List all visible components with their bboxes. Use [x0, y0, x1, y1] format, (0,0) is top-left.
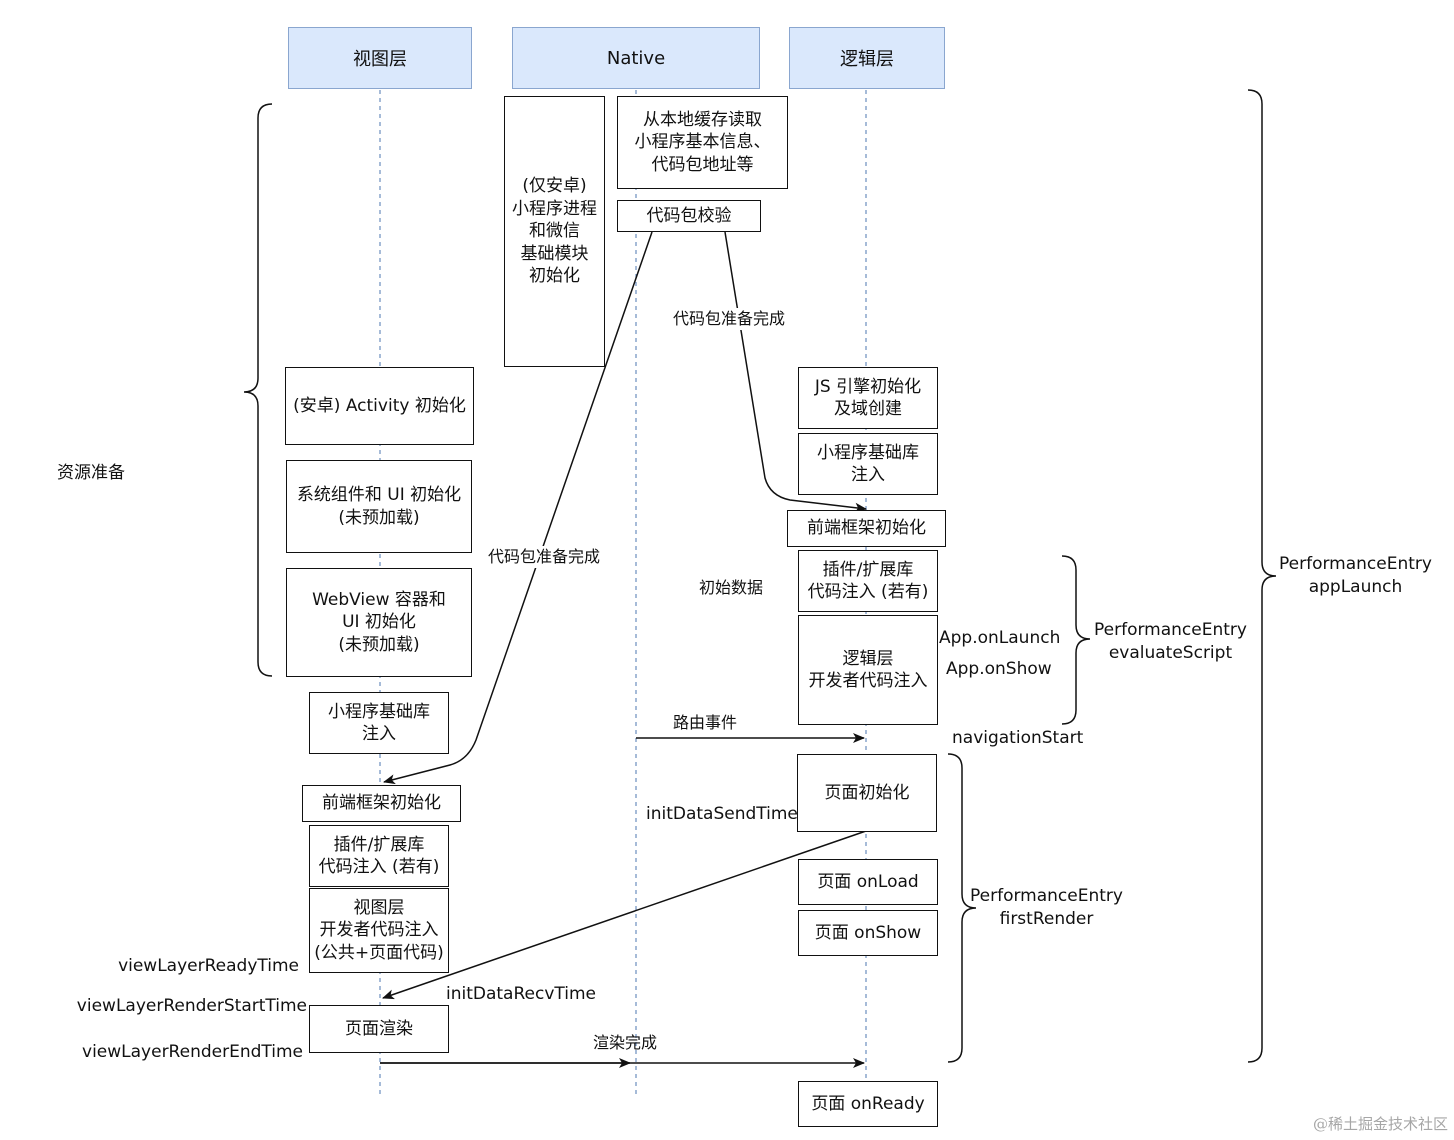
watermark: @稀土掘金技术社区 [1312, 1115, 1448, 1133]
box-logic-base-lib: 小程序基础库 注入 [798, 433, 938, 495]
arrow-package-ready-logic [724, 231, 867, 513]
box-verify-package: 代码包校验 [617, 200, 761, 232]
label-render-done: 渲染完成 [593, 1033, 658, 1052]
label-init-data-send-time: initDataSendTime [646, 804, 798, 824]
label-pe-first-render: PerformanceEntry firstRender [970, 886, 1123, 929]
label-pe-app-launch: PerformanceEntry appLaunch [1279, 554, 1432, 597]
box-page-onload: 页面 onLoad [798, 859, 938, 905]
box-page-onready: 页面 onReady [798, 1081, 938, 1127]
box-page-init: 页面初始化 [797, 754, 937, 832]
box-webview-init: WebView 容器和 UI 初始化 (未预加载) [286, 568, 472, 677]
brace-app-launch [1247, 89, 1277, 1063]
box-logic-plugin-inject: 插件/扩展库 代码注入 (若有) [798, 550, 938, 612]
label-app-onlaunch: App.onLaunch [939, 628, 1061, 648]
label-navigation-start: navigationStart [952, 728, 1084, 748]
label-route-event: 路由事件 [673, 713, 738, 732]
lane-header-view: 视图层 [288, 27, 472, 89]
label-resource-prep: 资源准备 [57, 463, 125, 483]
box-view-dev-code: 视图层 开发者代码注入 (公共+页面代码) [309, 888, 449, 973]
label-view-layer-ready-time: viewLayerReadyTime [118, 956, 299, 976]
label-init-data: 初始数据 [699, 578, 764, 597]
box-page-render: 页面渲染 [309, 1005, 449, 1053]
box-page-onshow: 页面 onShow [798, 910, 938, 956]
box-activity-init: (安卓) Activity 初始化 [285, 367, 474, 445]
brace-evaluate-script [1061, 555, 1091, 725]
box-view-plugin-inject: 插件/扩展库 代码注入 (若有) [309, 825, 449, 887]
box-logic-frontend-init: 前端框架初始化 [787, 510, 946, 547]
box-view-base-lib: 小程序基础库 注入 [309, 692, 449, 754]
box-logic-dev-code: 逻辑层 开发者代码注入 [798, 615, 938, 725]
box-android-process-init: (仅安卓) 小程序进程 和微信 基础模块 初始化 [504, 96, 605, 367]
label-app-onshow: App.onShow [946, 659, 1052, 679]
lane-header-native: Native [512, 27, 760, 89]
box-read-local-cache: 从本地缓存读取 小程序基本信息、 代码包地址等 [617, 96, 788, 189]
lane-header-logic: 逻辑层 [789, 27, 945, 89]
label-render-start-time: viewLayerRenderStartTime [76, 996, 307, 1016]
label-package-ready-view: 代码包准备完成 [488, 546, 601, 568]
label-package-ready-logic: 代码包准备完成 [673, 308, 786, 330]
label-init-data-recv-time: initDataRecvTime [446, 984, 596, 1004]
label-render-end-time: viewLayerRenderEndTime [82, 1042, 303, 1062]
box-system-ui-init: 系统组件和 UI 初始化 (未预加载) [286, 460, 472, 553]
box-view-frontend-init: 前端框架初始化 [302, 785, 461, 822]
brace-first-render [947, 753, 977, 1063]
arrow-init-data [382, 830, 867, 1000]
arrow-package-ready-view [383, 231, 653, 785]
label-pe-evaluate-script: PerformanceEntry evaluateScript [1094, 620, 1247, 663]
box-js-engine-init: JS 引擎初始化 及域创建 [798, 367, 938, 429]
brace-resource-prep [243, 103, 273, 677]
